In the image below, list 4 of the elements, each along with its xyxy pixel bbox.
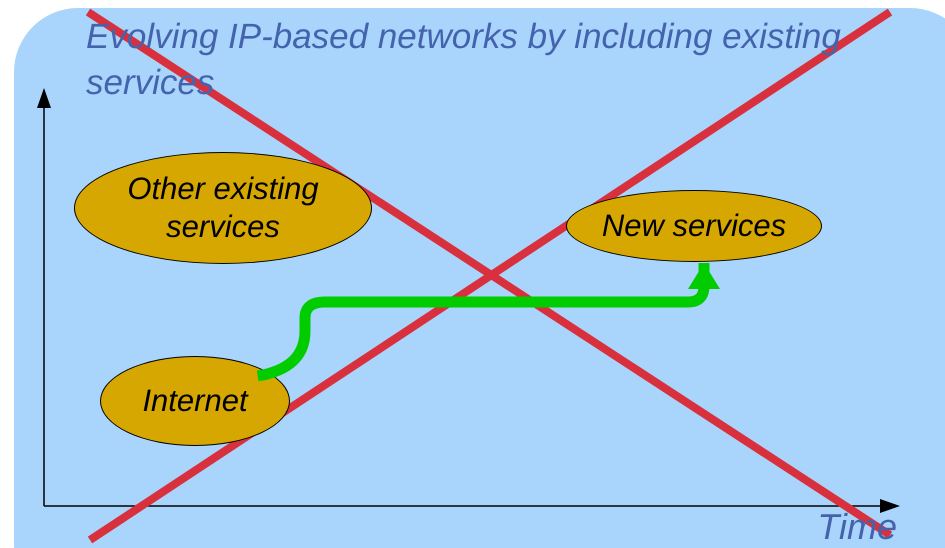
- curved-arrow: [256, 263, 720, 382]
- node-label: Other existing services: [126, 170, 320, 246]
- node-label: Internet: [142, 382, 248, 420]
- node-label: New services: [602, 207, 786, 245]
